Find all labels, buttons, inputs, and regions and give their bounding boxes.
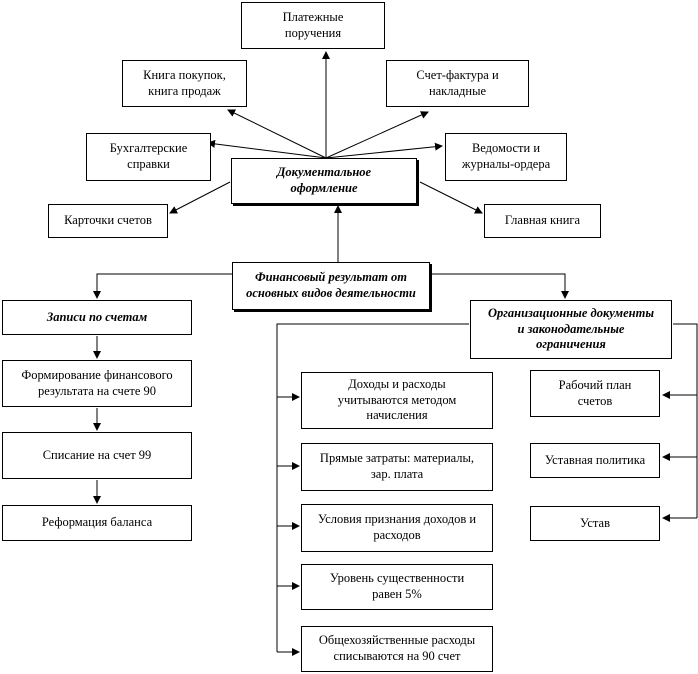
node-chart-of-accounts: Рабочий план счетов — [530, 370, 660, 417]
node-charter: Устав — [530, 506, 660, 541]
node-balance-reform: Реформация баланса — [2, 505, 192, 541]
arrow-to-invoices — [325, 111, 429, 159]
node-formation-90: Формирование финансового результата на с… — [2, 360, 192, 407]
node-income-expenses-accrual: Доходы и расходы учитываются методом нач… — [301, 372, 493, 429]
arrow-to-general-ledger — [419, 181, 483, 214]
node-general-ledger: Главная книга — [484, 204, 601, 238]
node-accounting-policy: Уставная политика — [530, 443, 660, 478]
node-account-entries: Записи по счетам — [2, 300, 192, 335]
node-invoices: Счет-фактура и накладные — [386, 60, 529, 107]
arrow-to-account-entries — [93, 273, 232, 299]
bracket-right — [673, 323, 698, 518]
node-materiality-level: Уровень существенности равен 5% — [301, 564, 493, 610]
arrow-to-statements-journals — [325, 142, 443, 159]
arrow-to-account-cards — [169, 181, 231, 214]
bracket-middle — [276, 323, 469, 652]
node-payment-orders: Платежные поручения — [241, 2, 385, 49]
node-statements-journals: Ведомости и журналы-ордера — [445, 133, 567, 181]
node-overhead-expenses: Общехозяйственные расходы списываются на… — [301, 626, 493, 672]
node-purchase-sales-book: Книга покупок, книга продаж — [122, 60, 247, 107]
node-financial-result: Финансовый результат от основных видов д… — [232, 262, 430, 310]
node-account-cards: Карточки счетов — [48, 204, 168, 238]
arrow-to-purchase-sales-book — [227, 109, 327, 159]
node-recognition-conditions: Условия признания доходов и расходов — [301, 504, 493, 552]
node-accounting-certificates: Бухгалтерские справки — [86, 133, 211, 181]
node-org-documents: Организационные документы и законодатель… — [470, 300, 672, 359]
arrow-to-org-documents — [432, 273, 569, 299]
node-documentation: Документальное оформление — [231, 158, 417, 204]
node-direct-costs: Прямые затраты: материалы, зар. плата — [301, 443, 493, 491]
node-write-off-99: Списание на счет 99 — [2, 432, 192, 479]
arrow-to-accounting-certificates — [207, 139, 327, 159]
